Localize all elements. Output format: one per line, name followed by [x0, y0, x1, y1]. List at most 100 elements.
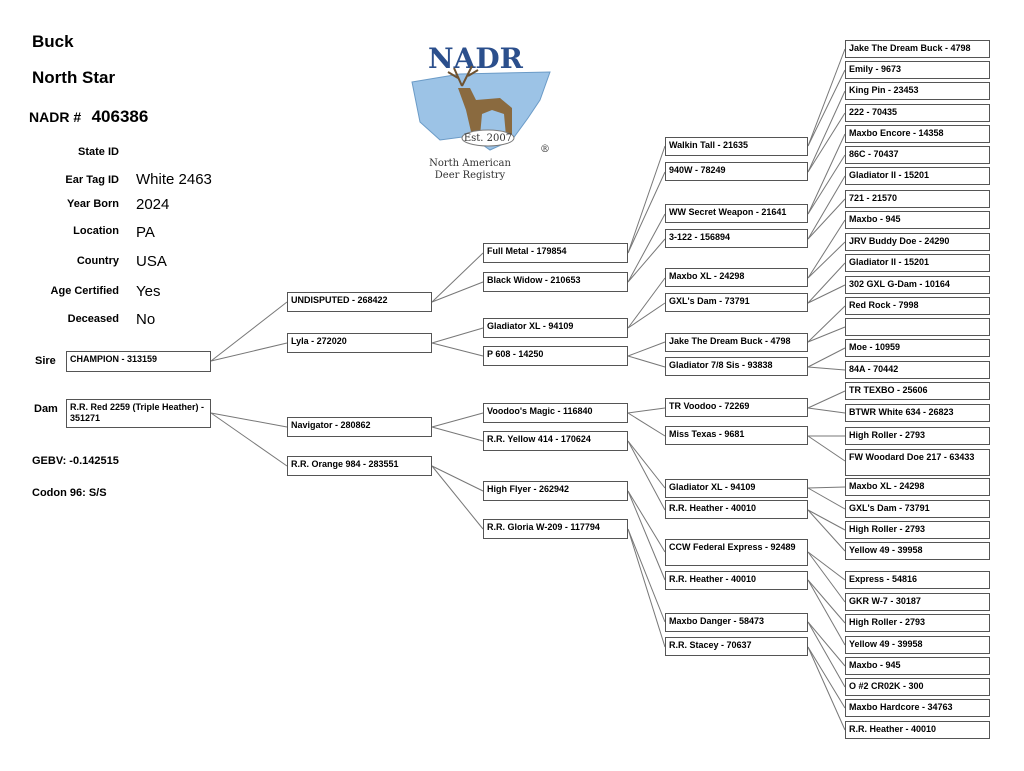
connector	[807, 48, 846, 147]
gen5-box[interactable]: Maxbo - 945	[845, 211, 990, 229]
connector	[807, 262, 846, 304]
gen5-box[interactable]: FW Woodard Doe 217 - 63433	[845, 449, 990, 476]
gen4-box[interactable]: Miss Texas - 9681	[665, 426, 808, 445]
connector	[807, 509, 846, 552]
connector	[807, 305, 846, 343]
connector	[807, 284, 846, 304]
gen5-box[interactable]: Gladiator II - 15201	[845, 254, 990, 272]
connector	[807, 90, 846, 173]
gen5-box[interactable]: 86C - 70437	[845, 146, 990, 164]
connector	[807, 219, 846, 279]
gen4-box[interactable]: TR Voodoo - 72269	[665, 398, 808, 417]
gen3-box[interactable]: R.R. Yellow 414 - 170624	[483, 431, 628, 451]
connector	[807, 69, 846, 147]
gen5-box[interactable]: Maxbo XL - 24298	[845, 478, 990, 496]
connector	[627, 490, 666, 581]
gen4-box[interactable]: Jake The Dream Buck - 4798	[665, 333, 808, 352]
gen2-box[interactable]: Navigator - 280862	[287, 417, 432, 437]
gen5-box[interactable]: King Pin - 23453	[845, 82, 990, 100]
gen4-box[interactable]: R.R. Stacey - 70637	[665, 637, 808, 656]
gen3-box[interactable]: High Flyer - 262942	[483, 481, 628, 501]
year-born-label: Year Born	[67, 198, 119, 210]
connector	[807, 487, 846, 510]
connector	[807, 621, 846, 667]
connector	[627, 528, 666, 648]
gen4-box[interactable]: Gladiator 7/8 Sis - 93838	[665, 357, 808, 376]
state-id-label: State ID	[78, 146, 119, 158]
connector	[627, 355, 666, 368]
connector	[807, 347, 846, 368]
gen3-box[interactable]: R.R. Gloria W-209 - 117794	[483, 519, 628, 539]
connector	[431, 327, 484, 344]
gen4-box[interactable]: 940W - 78249	[665, 162, 808, 181]
gen5-box[interactable]: R.R. Heather - 40010	[845, 721, 990, 739]
gen5-box[interactable]: Gladiator II - 15201	[845, 167, 990, 185]
gen5-box[interactable]: JRV Buddy Doe - 24290	[845, 233, 990, 251]
gen4-box[interactable]: R.R. Heather - 40010	[665, 571, 808, 590]
connector	[807, 646, 846, 731]
gen5-box[interactable]: Express - 54816	[845, 571, 990, 589]
gen5-box[interactable]: 222 - 70435	[845, 104, 990, 122]
connector	[627, 171, 666, 254]
connector	[807, 175, 846, 240]
gen5-box[interactable]: GXL's Dam - 73791	[845, 500, 990, 518]
gen5-box[interactable]: High Roller - 2793	[845, 427, 990, 445]
connector	[210, 342, 288, 362]
connector	[431, 465, 484, 492]
connector	[807, 112, 846, 173]
gen5-box[interactable]: Red Rock - 7998	[845, 297, 990, 315]
connector	[807, 435, 846, 462]
gen5-box[interactable]: Yellow 49 - 39958	[845, 542, 990, 560]
animal-type: Buck	[32, 32, 74, 51]
gen5-box[interactable]: 721 - 21570	[845, 190, 990, 208]
gen4-box[interactable]: Maxbo Danger - 58473	[665, 613, 808, 632]
gen5-box[interactable]: Jake The Dream Buck - 4798	[845, 40, 990, 58]
gen2-box[interactable]: UNDISPUTED - 268422	[287, 292, 432, 312]
connector	[627, 277, 666, 329]
connector	[807, 551, 846, 603]
gen5-box[interactable]	[845, 318, 990, 336]
gen3-box[interactable]: Voodoo's Magic - 116840	[483, 403, 628, 423]
gen2-box[interactable]: R.R. Orange 984 - 283551	[287, 456, 432, 476]
gen4-box[interactable]: Maxbo XL - 24298	[665, 268, 808, 287]
gen4-box[interactable]: R.R. Heather - 40010	[665, 500, 808, 519]
gen5-box[interactable]: Yellow 49 - 39958	[845, 636, 990, 654]
gen5-box[interactable]: 84A - 70442	[845, 361, 990, 379]
deceased-value: No	[136, 311, 156, 328]
sire-label: Sire	[35, 355, 56, 367]
gen5-box[interactable]: BTWR White 634 - 26823	[845, 404, 990, 422]
gen5-box[interactable]: High Roller - 2793	[845, 521, 990, 539]
gen5-box[interactable]: Maxbo Encore - 14358	[845, 125, 990, 143]
gen5-box[interactable]: GKR W-7 - 30187	[845, 593, 990, 611]
gen4-box[interactable]: Gladiator XL - 94109	[665, 479, 808, 498]
gen5-box[interactable]: Emily - 9673	[845, 61, 990, 79]
connector	[807, 326, 846, 343]
nadr-label: NADR #	[29, 109, 82, 125]
dam-box[interactable]: R.R. Red 2259 (Triple Heather) - 351271	[66, 399, 211, 428]
logo-est: Est. 2007	[464, 133, 512, 144]
connector	[627, 407, 666, 414]
gen5-box[interactable]: Maxbo - 945	[845, 657, 990, 675]
gen3-box[interactable]: Gladiator XL - 94109	[483, 318, 628, 338]
connector	[807, 390, 846, 409]
gen5-box[interactable]: TR TEXBO - 25606	[845, 382, 990, 400]
gen4-box[interactable]: WW Secret Weapon - 21641	[665, 204, 808, 223]
gen4-box[interactable]: CCW Federal Express - 92489	[665, 539, 808, 566]
connector	[431, 342, 484, 357]
gen4-box[interactable]: Walkin Tall - 21635	[665, 137, 808, 156]
gen3-box[interactable]: Full Metal - 179854	[483, 243, 628, 263]
gen3-box[interactable]: Black Widow - 210653	[483, 272, 628, 292]
sire-box[interactable]: CHAMPION - 313159	[66, 351, 211, 372]
gen5-box[interactable]: Maxbo Hardcore - 34763	[845, 699, 990, 717]
nadr-number: 406386	[91, 107, 149, 126]
gen4-box[interactable]: GXL's Dam - 73791	[665, 293, 808, 312]
gen5-box[interactable]: Moe - 10959	[845, 339, 990, 357]
gen3-box[interactable]: P 608 - 14250	[483, 346, 628, 366]
gen4-box[interactable]: 3-122 - 156894	[665, 229, 808, 248]
gen5-box[interactable]: O #2 CR02K - 300	[845, 678, 990, 696]
gen2-box[interactable]: Lyla - 272020	[287, 333, 432, 353]
year-born-value: 2024	[136, 196, 170, 213]
gen5-box[interactable]: High Roller - 2793	[845, 614, 990, 632]
gen5-box[interactable]: 302 GXL G-Dam - 10164	[845, 276, 990, 294]
